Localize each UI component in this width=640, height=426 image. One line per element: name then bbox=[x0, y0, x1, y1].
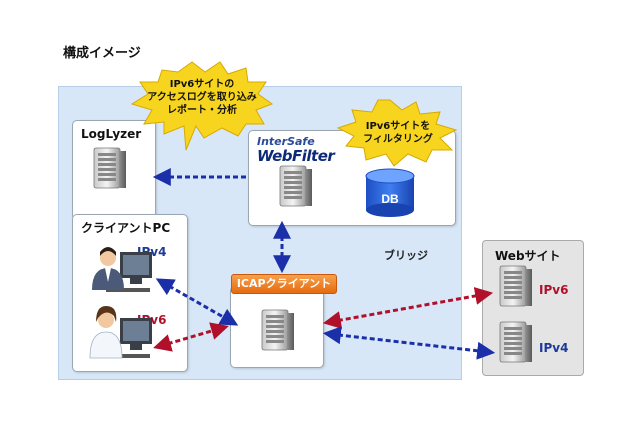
loglyzer-label: LogLyzer bbox=[81, 127, 142, 141]
filter-callout-text: IPv6サイトを フィルタリング bbox=[350, 120, 446, 146]
website-ipv6-label: IPv6 bbox=[539, 283, 569, 297]
database-icon: DB bbox=[365, 168, 415, 217]
log-callout-line-2: アクセスログを取り込み bbox=[147, 92, 257, 103]
filter-callout-line-1: IPv6サイトを bbox=[365, 121, 431, 132]
client-pc-label: クライアントPC bbox=[81, 221, 171, 235]
ipv6-user-icon bbox=[89, 306, 152, 359]
icap-server-icon bbox=[261, 309, 295, 351]
website-ipv4-label: IPv4 bbox=[539, 341, 569, 355]
intersafe-logo-line1: InterSafe bbox=[257, 135, 315, 148]
log-callout-text: IPv6サイトの アクセスログを取り込み レポート・分析 bbox=[140, 78, 264, 117]
ipv4-user-icon bbox=[92, 247, 152, 292]
intersafe-server-icon bbox=[279, 165, 313, 207]
website-ipv4-server-icon bbox=[499, 321, 533, 363]
loglyzer-server-icon bbox=[93, 147, 127, 189]
db-label: DB bbox=[381, 192, 399, 206]
website-panel: Webサイト IPv6 IPv4 bbox=[482, 240, 584, 376]
website-ipv4-arrow bbox=[322, 326, 496, 360]
log-callout-burst bbox=[130, 61, 274, 151]
log-callout-line-3: レポート・分析 bbox=[167, 105, 237, 116]
loglyzer-box: LogLyzer bbox=[72, 120, 156, 220]
page-title: 構成イメージ bbox=[63, 46, 141, 61]
website-ipv6-server-icon bbox=[499, 265, 533, 307]
icap-client-label: ICAPクライアント bbox=[231, 274, 337, 294]
website-ipv6-arrow bbox=[322, 287, 494, 329]
bridge-label: ブリッジ bbox=[384, 249, 428, 262]
client-ipv4-arrow bbox=[155, 278, 239, 326]
filter-callout-burst bbox=[336, 99, 458, 167]
filter-callout-line-2: フィルタリング bbox=[363, 134, 433, 145]
client-ipv6-arrow bbox=[153, 322, 229, 352]
log-callout-line-1: IPv6サイトの bbox=[169, 79, 235, 90]
intersafe-logo-line2: WebFilter bbox=[257, 147, 335, 165]
website-label: Webサイト bbox=[495, 249, 561, 263]
intersafe-logo: InterSafe WebFilter bbox=[257, 135, 335, 165]
